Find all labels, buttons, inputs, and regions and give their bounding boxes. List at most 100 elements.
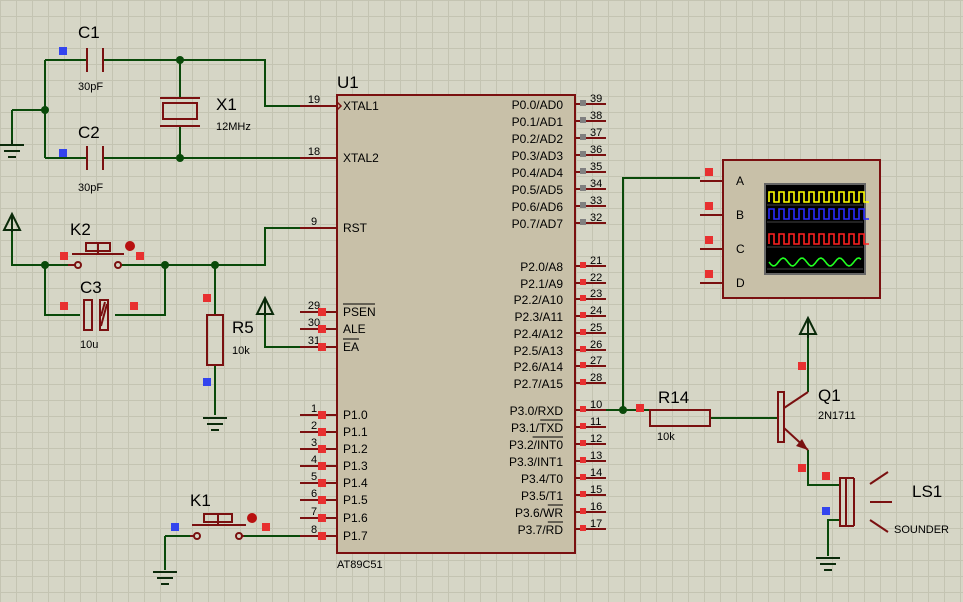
pin-name: P2.7/A15	[514, 377, 564, 391]
pin-marker	[203, 378, 211, 386]
u1-pin-34[interactable]: 34 P0.5/AD5	[512, 178, 606, 197]
capacitor-c2[interactable]: C2 30pF	[59, 123, 104, 194]
pin-marker	[318, 532, 326, 540]
resistor-r14[interactable]: R14 10k	[636, 388, 711, 443]
pin-number: 1	[311, 403, 317, 415]
crystal-x1[interactable]: X1 12MHz	[160, 95, 251, 133]
scope-traces	[767, 191, 869, 270]
pin-number: 34	[590, 178, 602, 190]
pin-number: 16	[590, 501, 602, 513]
pin-name: PSEN	[343, 305, 376, 319]
ground-symbol-r5	[203, 417, 227, 431]
pin-name: P2.4/A12	[514, 327, 564, 341]
pin-number: 30	[308, 317, 320, 329]
pin-name: P1.1	[343, 425, 368, 439]
pin-number: 28	[590, 372, 602, 384]
pin-name: P1.3	[343, 459, 368, 473]
pin-number: 15	[590, 484, 602, 496]
pin-marker	[705, 270, 713, 278]
pushbutton-k2[interactable]: K2	[60, 220, 144, 269]
transistor-q1[interactable]: Q1 2N1711	[777, 362, 856, 472]
pin-marker	[822, 507, 830, 515]
pin-marker	[318, 479, 326, 487]
pin-marker	[59, 47, 67, 55]
pin-marker	[580, 151, 586, 157]
pin-name: P2.3/A11	[515, 310, 564, 324]
pin-number: 9	[311, 216, 317, 228]
resistor-r5[interactable]: R5 10k	[203, 294, 254, 386]
pin-marker	[580, 295, 586, 301]
scope-trace-d	[768, 257, 862, 267]
pin-marker	[580, 329, 586, 335]
pin-name: P0.5/AD5	[512, 183, 564, 197]
scope-channel-a[interactable]: A	[700, 168, 744, 188]
pin-name: P0.4/AD4	[512, 166, 564, 180]
pin-number: 14	[590, 467, 602, 479]
pin-number: 7	[311, 506, 317, 518]
sounder-ls1[interactable]: LS1 SOUNDER	[822, 471, 949, 536]
pin-number: 17	[590, 518, 602, 530]
pin-name: RST	[343, 221, 368, 235]
capacitor-c3[interactable]: C3 10u	[60, 278, 138, 351]
pin-marker	[580, 457, 586, 463]
pin-marker	[580, 525, 586, 531]
pin-number: 32	[590, 212, 602, 224]
u1-pin-9[interactable]: 9 RST	[300, 216, 368, 235]
scope-channel-c[interactable]: C	[700, 236, 745, 256]
r14-ref-label: R14	[658, 388, 689, 407]
pin-marker	[580, 219, 586, 225]
pushbutton-k1[interactable]: K1	[171, 491, 270, 540]
pin-marker	[580, 134, 586, 140]
ground-symbol-ls1	[816, 557, 840, 571]
pin-name: P3.0/RXD	[510, 404, 564, 418]
pin-name: P2.2/A10	[514, 293, 564, 307]
pin-marker	[580, 491, 586, 497]
scope-channel-b[interactable]: B	[700, 202, 744, 222]
scope-channel-d[interactable]: D	[700, 270, 745, 290]
pin-marker	[60, 252, 68, 260]
u1-ref-label: U1	[337, 73, 359, 92]
pin-marker	[580, 379, 586, 385]
u1-pin-28[interactable]: 28 P2.7/A15	[514, 372, 606, 391]
c3-ref-label: C3	[80, 278, 102, 297]
capacitor-c1[interactable]: C1 30pF	[59, 23, 104, 93]
